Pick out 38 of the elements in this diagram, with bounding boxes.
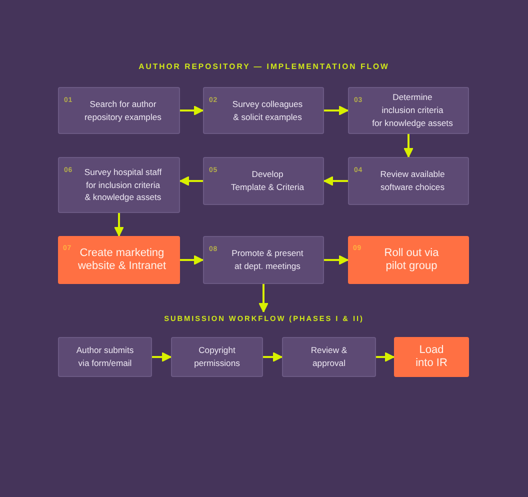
step-label: Determine inclusion criteria for knowledge assets <box>372 91 453 130</box>
step-box <box>58 87 180 134</box>
highlighted-step-box <box>394 337 469 377</box>
step-label: Promote & present at dept. meetings <box>232 247 304 273</box>
arrow <box>180 176 203 186</box>
arrow <box>324 176 348 186</box>
step-label: Copyright permissions <box>194 344 240 370</box>
arrow <box>324 255 348 265</box>
arrow <box>114 213 124 236</box>
step-box <box>171 337 263 377</box>
step-label: Develop Template & Criteria <box>230 168 304 194</box>
highlighted-step-box <box>348 236 469 284</box>
step-box <box>348 157 469 205</box>
step-box <box>282 337 376 377</box>
arrow <box>324 106 348 116</box>
step-box <box>348 87 469 134</box>
arrow <box>180 106 204 116</box>
step-label: Review available software choices <box>380 168 445 194</box>
step-label: Survey hospital staff for inclusion criteria & knowledge assets <box>84 166 162 204</box>
step-label: Roll out via pilot group <box>384 247 439 273</box>
step-box <box>58 157 180 213</box>
step-box <box>203 157 324 205</box>
step-label: Review & approval <box>310 344 348 370</box>
arrow <box>263 352 282 362</box>
arrow <box>180 255 204 265</box>
highlighted-step-box <box>58 236 180 284</box>
step-box <box>203 87 324 134</box>
arrow <box>152 352 172 362</box>
arrow <box>404 134 414 158</box>
step-label: Author submits via form/email <box>76 344 134 370</box>
step-label: Survey colleagues & solicit examples <box>232 98 303 124</box>
step-label: Create marketing website & Intranet <box>78 247 166 273</box>
step-label: Load into IR <box>416 344 448 370</box>
step-label: Search for author repository examples <box>84 98 162 124</box>
step-box <box>58 337 152 377</box>
arrow <box>376 352 394 362</box>
step-box <box>203 236 324 284</box>
arrow <box>258 284 268 312</box>
